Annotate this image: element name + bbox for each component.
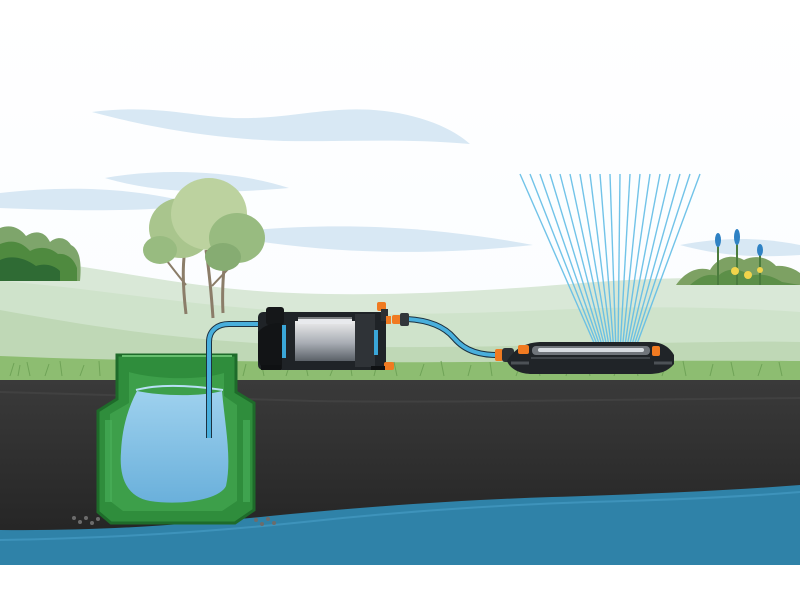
delivery-hose xyxy=(406,317,506,358)
cloud-large xyxy=(92,109,470,144)
rainwater-tank xyxy=(96,353,256,525)
oscillating-sprinkler xyxy=(507,342,674,374)
garden-pump xyxy=(258,302,394,370)
cloud-middle xyxy=(215,226,533,252)
hose-connector-pump xyxy=(392,313,409,326)
tree-group xyxy=(143,178,265,319)
right-bushes xyxy=(676,229,800,285)
cloud-right xyxy=(680,238,800,257)
water-spray xyxy=(519,173,701,353)
bottom-margin xyxy=(0,565,800,600)
suction-hose xyxy=(207,322,270,438)
cloud-left xyxy=(0,188,200,211)
left-bushes xyxy=(0,226,81,281)
gravel xyxy=(72,516,276,526)
